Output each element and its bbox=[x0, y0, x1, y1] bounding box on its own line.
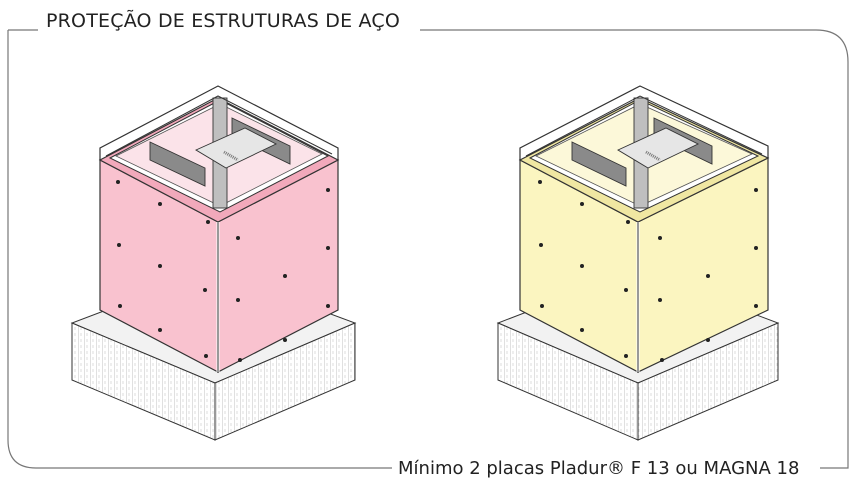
steel-i-beam bbox=[571, 97, 713, 209]
caption: Mínimo 2 placas Pladur® F 13 ou MAGNA 18 bbox=[392, 458, 806, 479]
frame-profiles bbox=[99, 85, 339, 372]
screw-dots bbox=[538, 180, 758, 362]
page-title: PROTEÇÃO DE ESTRUTURAS DE AÇO bbox=[40, 10, 407, 32]
screw-dots bbox=[116, 180, 330, 362]
steel-i-beam bbox=[149, 97, 291, 209]
frame-profiles bbox=[519, 85, 769, 372]
